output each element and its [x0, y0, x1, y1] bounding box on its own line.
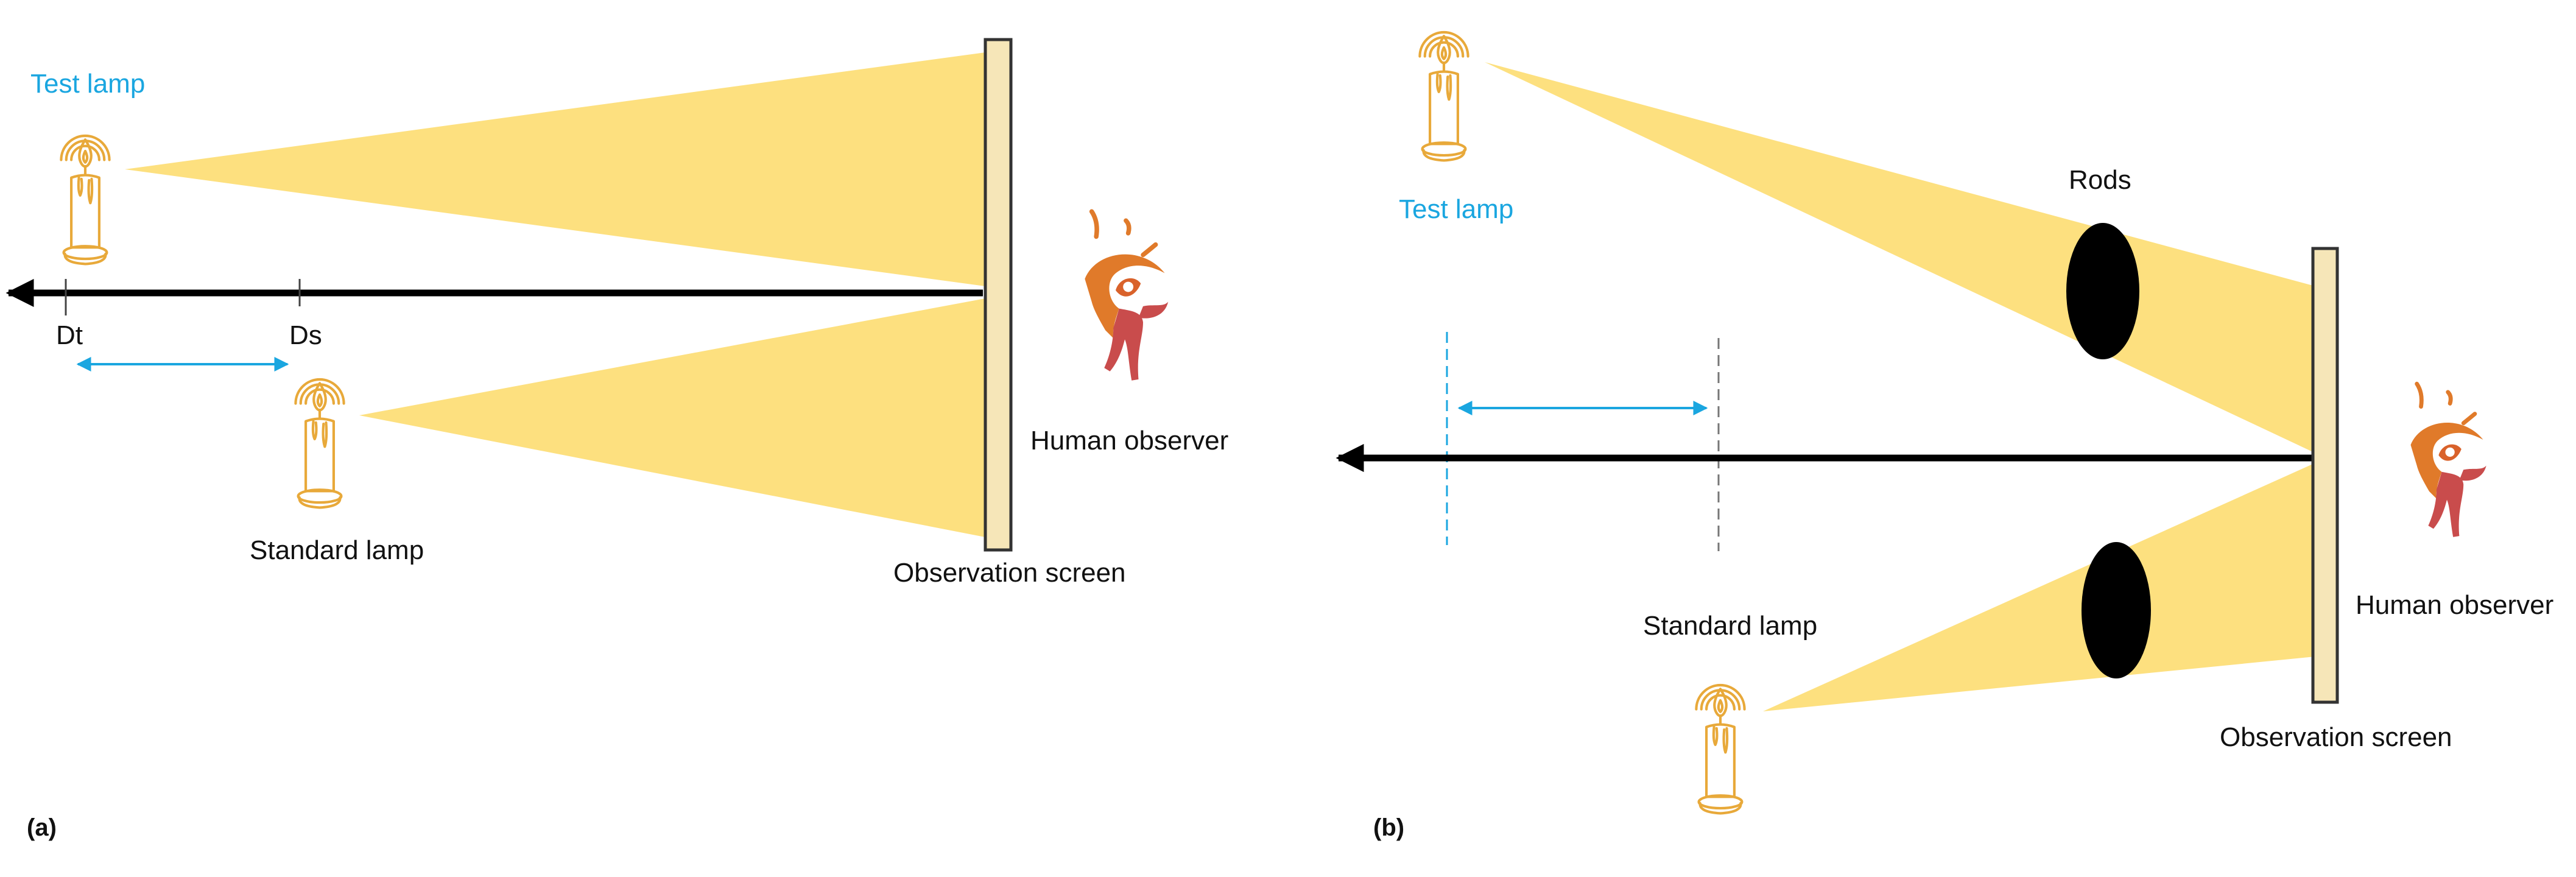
human-observer-eye-figure-icon — [1085, 211, 1168, 381]
tick-ds-label: Ds — [289, 320, 322, 350]
observation-screen — [984, 38, 1013, 552]
test-lamp-label: Test lamp — [1399, 194, 1513, 224]
rod-upper — [2066, 223, 2139, 359]
test-lamp-candle-icon — [61, 136, 109, 264]
tick-dt-label: Dt — [56, 320, 83, 350]
human-observer-label: Human observer — [1030, 426, 1228, 456]
standard-lamp-label: Standard lamp — [250, 535, 424, 565]
panel-b: Test lamp Rods Standard lamp Observation… — [1336, 32, 2553, 841]
standard-lamp-beam — [1763, 463, 2315, 711]
panel-a: Dt Ds Test lamp Standard lamp Observatio… — [5, 38, 1228, 841]
test-lamp-beam — [125, 52, 985, 286]
standard-lamp-beam — [359, 298, 985, 537]
panel-a-tag: (a) — [27, 814, 57, 841]
test-lamp-beam — [1485, 62, 2315, 453]
human-observer-label: Human observer — [2356, 590, 2553, 620]
rods-label: Rods — [2069, 165, 2131, 195]
test-lamp-label: Test lamp — [30, 69, 145, 99]
standard-lamp-label: Standard lamp — [1643, 611, 1817, 641]
standard-lamp-candle-icon — [1696, 685, 1744, 813]
human-observer-eye-figure-icon — [2411, 384, 2486, 537]
observation-screen-label: Observation screen — [2220, 722, 2452, 752]
observation-screen-label: Observation screen — [893, 558, 1126, 588]
standard-lamp-candle-icon — [295, 379, 343, 507]
test-lamp-candle-icon — [1420, 32, 1468, 160]
panel-b-tag: (b) — [1373, 814, 1404, 841]
observation-screen — [2311, 247, 2339, 704]
rod-lower — [2082, 542, 2151, 678]
